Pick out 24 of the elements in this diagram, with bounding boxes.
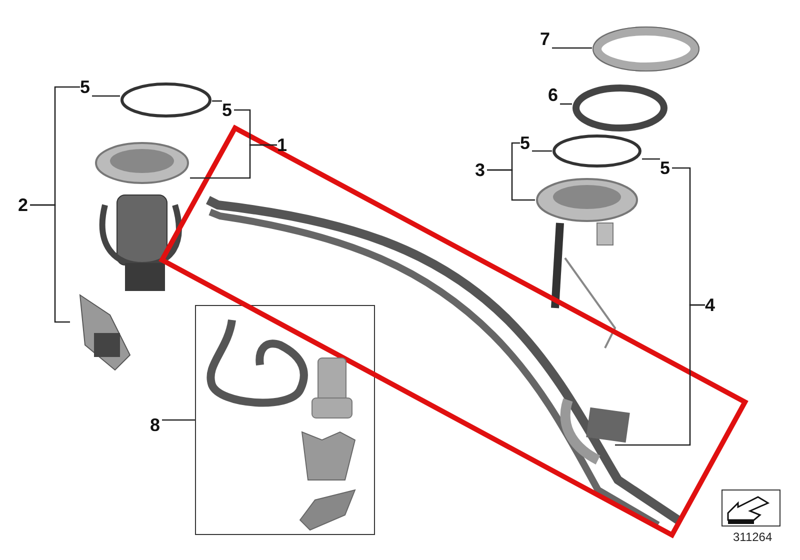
callout-number: 8 bbox=[150, 416, 160, 434]
leader-line bbox=[672, 167, 705, 306]
leader-line bbox=[642, 158, 660, 160]
leader-line bbox=[92, 95, 120, 97]
part-number: 311264 bbox=[733, 530, 772, 544]
repair-kit-frame bbox=[195, 305, 375, 535]
leader-line bbox=[234, 109, 277, 146]
leader-line bbox=[560, 103, 572, 105]
callout-number: 1 bbox=[277, 136, 288, 154]
callout-number: 2 bbox=[18, 196, 28, 214]
leader-line bbox=[212, 100, 222, 102]
callout-number: 6 bbox=[548, 86, 558, 104]
callout-number: 5 bbox=[520, 134, 530, 152]
leader-line bbox=[30, 86, 80, 206]
leader-line bbox=[532, 150, 552, 152]
leader-line bbox=[162, 419, 195, 421]
callout-number: 3 bbox=[475, 161, 486, 179]
callout-number: 5 bbox=[222, 101, 232, 119]
callout-number: 5 bbox=[80, 78, 90, 96]
callout-number: 4 bbox=[705, 296, 716, 314]
leader-line bbox=[552, 47, 592, 49]
callout-number: 5 bbox=[660, 159, 670, 177]
callout-number: 7 bbox=[540, 30, 550, 48]
leader-line bbox=[487, 142, 520, 171]
